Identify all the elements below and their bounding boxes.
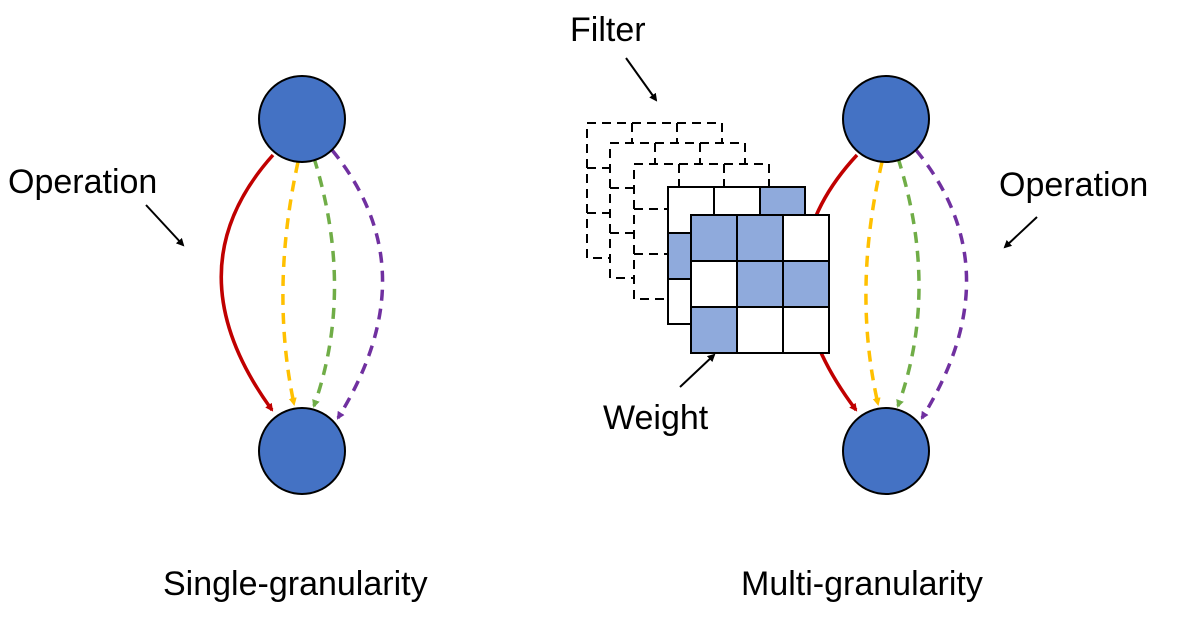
filter-pointer-arrow bbox=[625, 57, 658, 102]
weight-cell-active bbox=[690, 214, 738, 262]
operation-label: Operation bbox=[8, 163, 157, 201]
weight-pointer-arrow bbox=[679, 353, 716, 388]
source-node bbox=[258, 75, 346, 163]
multi-granularity-caption: Multi-granularity bbox=[741, 565, 983, 603]
operation-edge-purple bbox=[914, 148, 969, 420]
source-node bbox=[842, 75, 930, 163]
weight-cell-inactive bbox=[782, 214, 830, 262]
filter-label: Filter bbox=[570, 11, 646, 49]
operation-edge-red bbox=[219, 153, 275, 412]
multi-granularity-panel: Filter Weight Operation Multi-granularit… bbox=[570, 11, 1148, 603]
operation-edge-purple bbox=[330, 148, 385, 420]
weight-grid bbox=[690, 214, 830, 354]
weight-label: Weight bbox=[603, 399, 709, 437]
weight-cell-inactive bbox=[736, 306, 784, 354]
single-granularity-caption: Single-granularity bbox=[163, 565, 428, 603]
weight-cell-active bbox=[782, 260, 830, 308]
single-granularity-panel: Operation Single-granularity bbox=[8, 75, 428, 603]
weight-cell-active bbox=[690, 306, 738, 354]
weight-cell-active bbox=[736, 260, 784, 308]
target-node bbox=[842, 407, 930, 495]
operation-pointer-arrow bbox=[145, 204, 185, 247]
weight-cell-active bbox=[736, 214, 784, 262]
weight-cell-inactive bbox=[690, 260, 738, 308]
operation-edge-yellow bbox=[864, 161, 884, 406]
operation-edge-yellow bbox=[281, 161, 300, 406]
operation-pointer-arrow bbox=[1003, 216, 1038, 249]
operation-label: Operation bbox=[999, 166, 1148, 204]
operation-edge-green bbox=[896, 157, 921, 408]
target-node bbox=[258, 407, 346, 495]
weight-cell-inactive bbox=[782, 306, 830, 354]
operation-edge-green bbox=[312, 157, 337, 408]
filter-stack bbox=[586, 122, 830, 354]
